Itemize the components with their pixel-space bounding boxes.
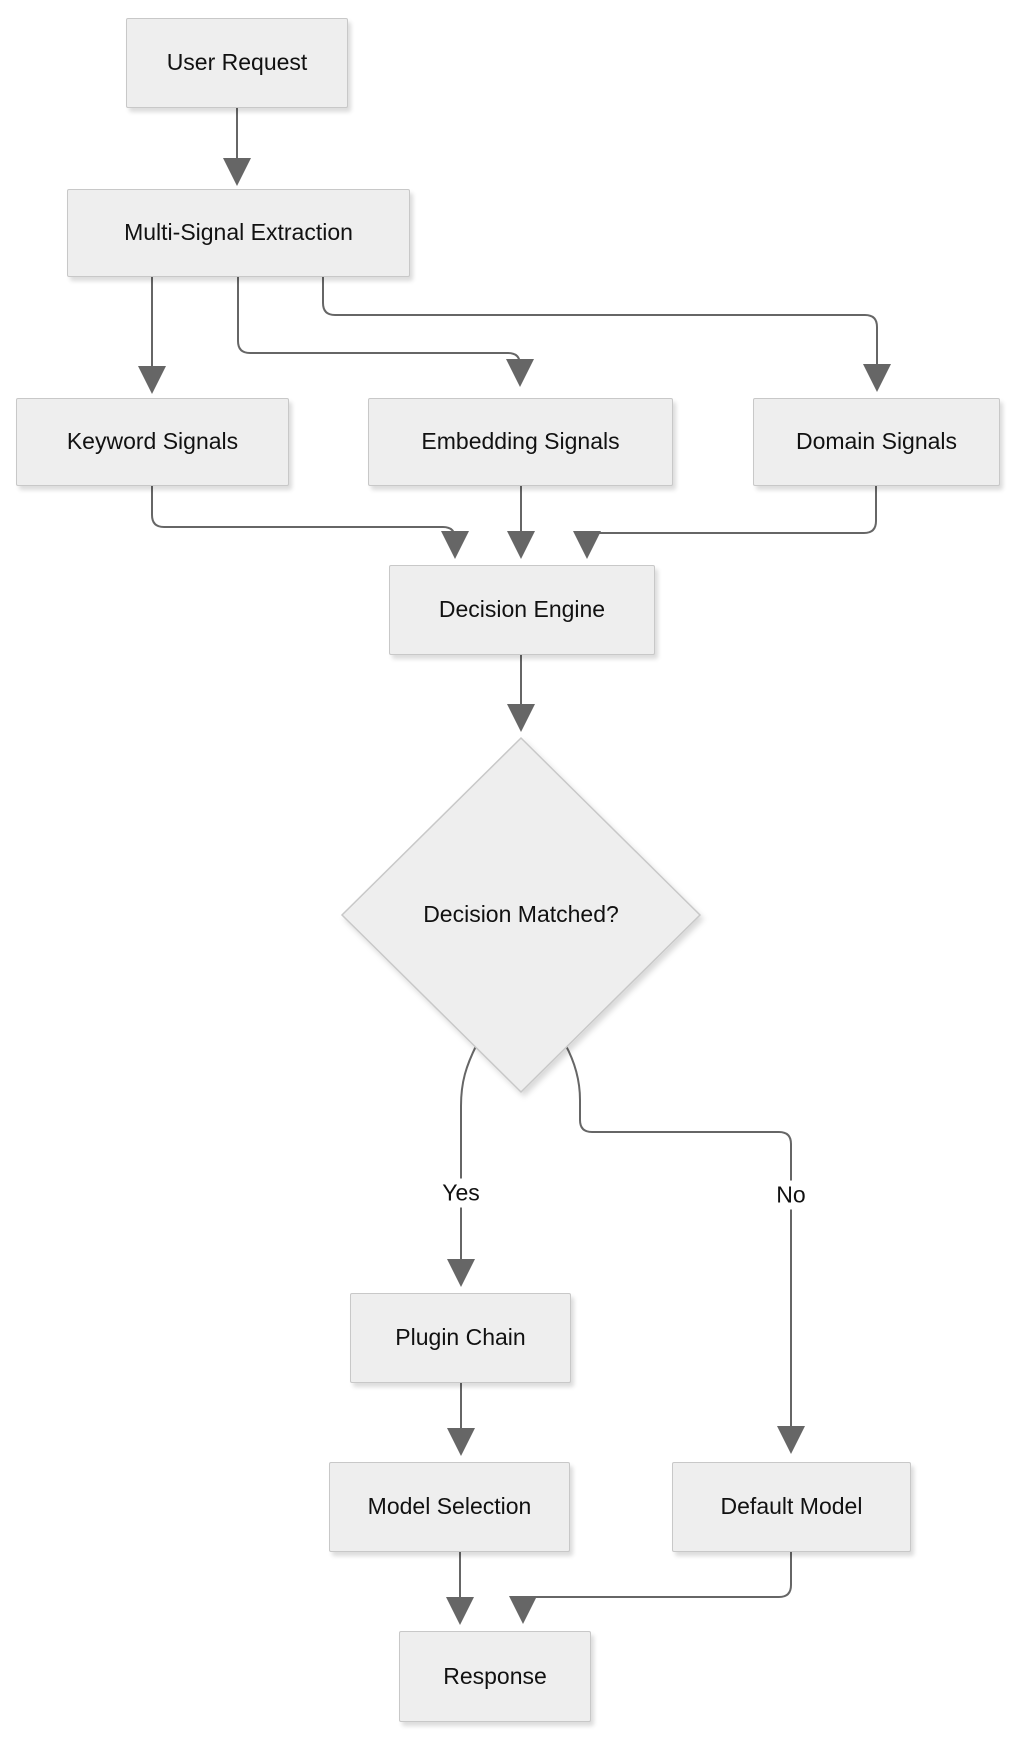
edge-extraction-to-embedding	[237, 277, 534, 387]
node-plugin-chain: Plugin Chain	[350, 1293, 571, 1383]
node-label-multi-signal-extraction: Multi-Signal Extraction	[124, 219, 353, 246]
node-label-decision-matched: Decision Matched?	[423, 901, 619, 928]
node-model-selection: Model Selection	[329, 1462, 570, 1552]
node-decision-matched: Decision Matched?	[361, 893, 681, 937]
node-user-request: User Request	[126, 18, 348, 108]
node-multi-signal-extraction: Multi-Signal Extraction	[67, 189, 410, 277]
node-label-response: Response	[443, 1662, 547, 1689]
node-label-user-request: User Request	[166, 49, 308, 76]
node-label-plugin-chain: Plugin Chain	[395, 1324, 526, 1351]
edge-keyword-to-decision-engine	[151, 486, 469, 559]
node-label-domain-signals: Domain Signals	[795, 428, 958, 455]
node-shape-decision-matched	[340, 736, 702, 1094]
node-label-embedding-signals: Embedding Signals	[421, 428, 620, 455]
edge-domain-to-decision-engine	[573, 486, 877, 559]
node-response: Response	[399, 1631, 591, 1722]
node-embedding-signals: Embedding Signals	[368, 398, 673, 486]
edge-diamond-no-to-default-model	[564, 1043, 805, 1454]
node-label-decision-engine: Decision Engine	[438, 596, 606, 623]
edge-label-text-yes: Yes	[442, 1179, 480, 1206]
node-label-default-model: Default Model	[720, 1493, 863, 1520]
node-label-keyword-signals: Keyword Signals	[66, 428, 239, 455]
edge-extraction-to-domain	[322, 277, 891, 392]
node-label-model-selection: Model Selection	[367, 1493, 532, 1520]
edge-label-no: No	[769, 1180, 813, 1210]
edge-label-yes: Yes	[435, 1178, 487, 1208]
node-domain-signals: Domain Signals	[753, 398, 1000, 486]
edge-diamond-yes-to-plugin-chain	[447, 1043, 478, 1287]
node-decision-engine: Decision Engine	[389, 565, 655, 655]
node-keyword-signals: Keyword Signals	[16, 398, 289, 486]
edge-label-text-no: No	[776, 1181, 806, 1208]
edge-default-model-to-response	[509, 1552, 792, 1624]
node-default-model: Default Model	[672, 1462, 911, 1552]
